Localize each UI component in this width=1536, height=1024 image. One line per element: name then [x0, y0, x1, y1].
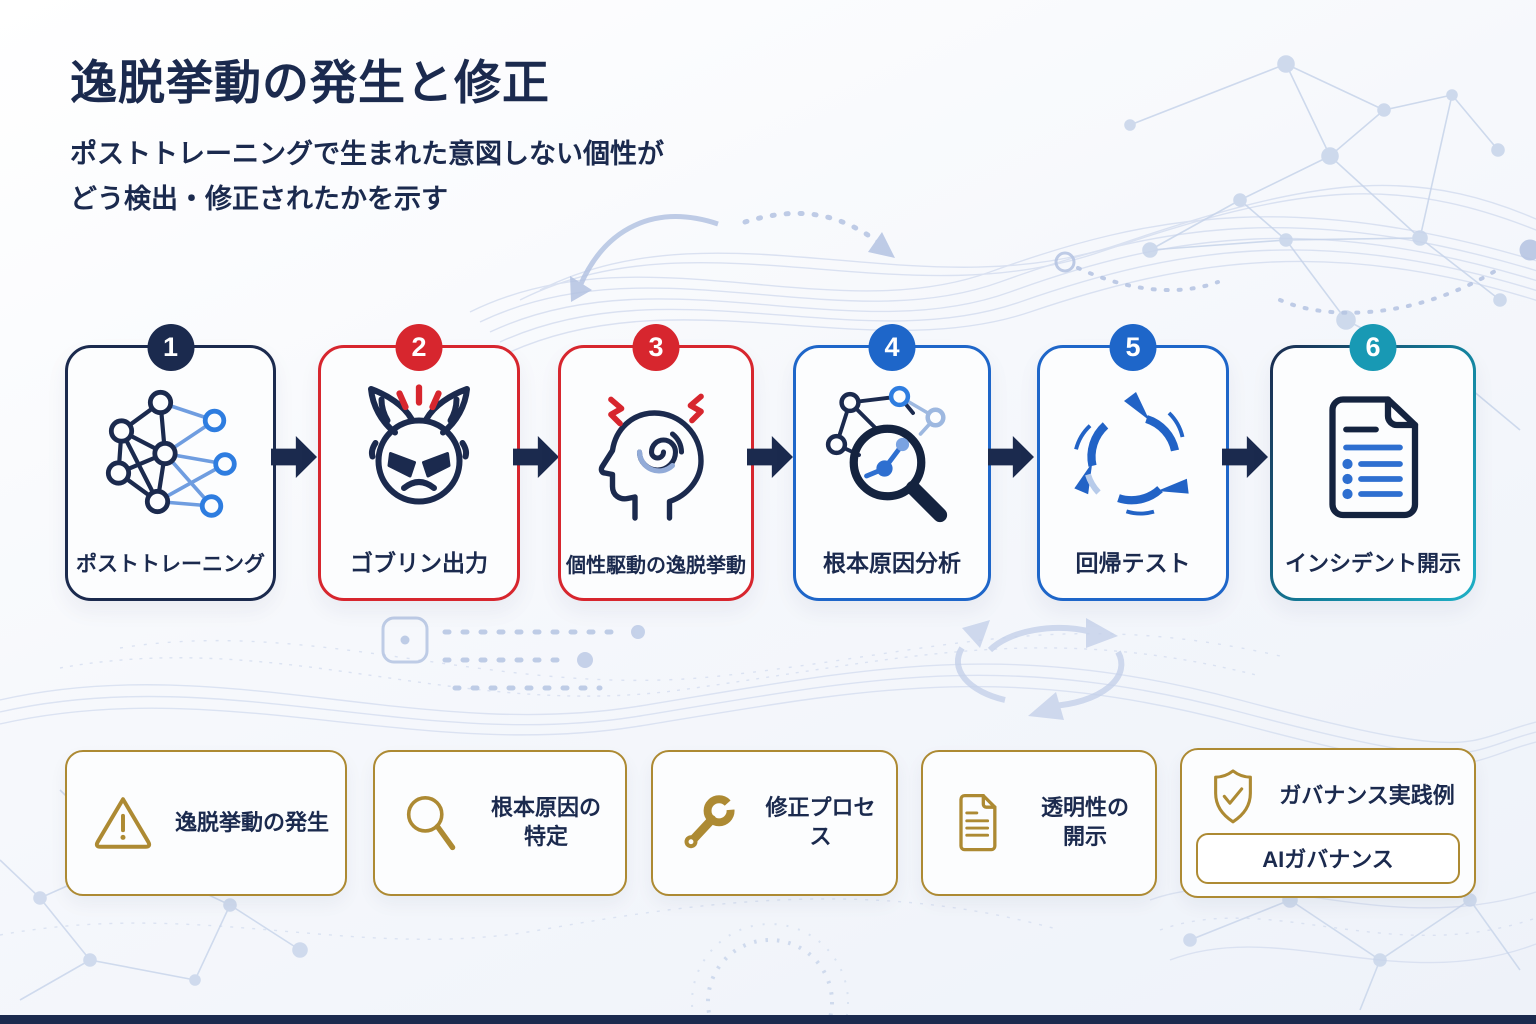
step-label: ポストトレーニング: [76, 553, 265, 576]
legend-card-correction-process: 修正プロセス: [651, 750, 898, 896]
legend-label: 逸脱挙動の発生: [174, 809, 329, 835]
step-number-badge: 1: [147, 324, 194, 371]
plexus-decoration-top-right: [1124, 55, 1521, 431]
cycle-arrows-icon: [1040, 380, 1226, 530]
step-number-badge: 6: [1349, 324, 1397, 371]
step-label: 根本原因分析: [823, 550, 961, 576]
step-label: ゴブリン出力: [350, 550, 488, 576]
neural-network-icon: [68, 380, 273, 530]
step-card-persona-deviation: 3 個性駆動の逸脱挙動: [558, 324, 754, 601]
subtitle-line-2: どう検出・修正されたかを示す: [70, 183, 448, 214]
page-subtitle: ポストトレーニングで生まれた意図しない個性が どう検出・修正されたかを示す: [70, 132, 664, 221]
document-icon: [959, 793, 997, 852]
step-number-badge: 3: [632, 324, 680, 371]
cycle-decoration: [954, 618, 1125, 720]
subtitle-line-1: ポストトレーニングで生まれた意図しない個性が: [70, 139, 664, 169]
step-card-goblin-output: 2: [318, 324, 520, 601]
curved-arrow-decoration: [570, 210, 1536, 315]
step-card-post-training: 1 ポストトレーニング: [65, 324, 276, 601]
shield-check-icon: [1214, 768, 1252, 823]
step-card-regression-test: 5 回帰テスト: [1037, 324, 1229, 601]
ai-governance-badge: AIガバナンス: [1196, 833, 1460, 884]
head-spiral-icon: [561, 380, 751, 530]
legend-card-transparency-disclosure: 透明性の 開示: [921, 750, 1157, 896]
legend-card-governance-example: ガバナンス実践例 AIガバナンス: [1180, 748, 1476, 898]
step-label: インシデント開示: [1284, 551, 1461, 576]
magnifier-icon: [406, 796, 456, 851]
legend-label: 修正プロセス: [765, 795, 876, 849]
step-number-badge: 5: [1109, 324, 1157, 371]
footer-bar: [0, 1015, 1536, 1024]
square-decoration: [381, 616, 645, 691]
legend-card-deviation-occurrence: 逸脱挙動の発生: [65, 750, 347, 896]
step-card-incident-disclosure: 6 インシデント開示: [1270, 324, 1476, 601]
wave-decoration: [469, 184, 1536, 353]
legend-label: 透明性の 開示: [1040, 795, 1129, 849]
step-label: 回帰テスト: [1075, 550, 1191, 576]
document-list-icon: [1273, 380, 1473, 530]
step-label: 個性駆動の逸脱挙動: [566, 555, 746, 577]
legend-card-root-cause-identification: 根本原因の 特定: [373, 750, 627, 896]
page-title: 逸脱挙動の発生と修正: [70, 56, 550, 109]
warning-triangle-icon: [94, 797, 152, 849]
step-number-badge: 4: [868, 324, 916, 371]
step-card-root-cause-analysis: 4 根本原因分: [793, 324, 991, 601]
legend-label: 根本原因の 特定: [490, 795, 601, 849]
step-number-badge: 2: [395, 324, 443, 371]
legend-top-row: ガバナンス実践例: [1196, 760, 1460, 833]
goblin-face-icon: [321, 380, 517, 530]
legend-label: ガバナンス実践例: [1279, 783, 1455, 809]
magnifier-network-icon: [796, 380, 988, 530]
wrench-icon: [684, 791, 745, 849]
